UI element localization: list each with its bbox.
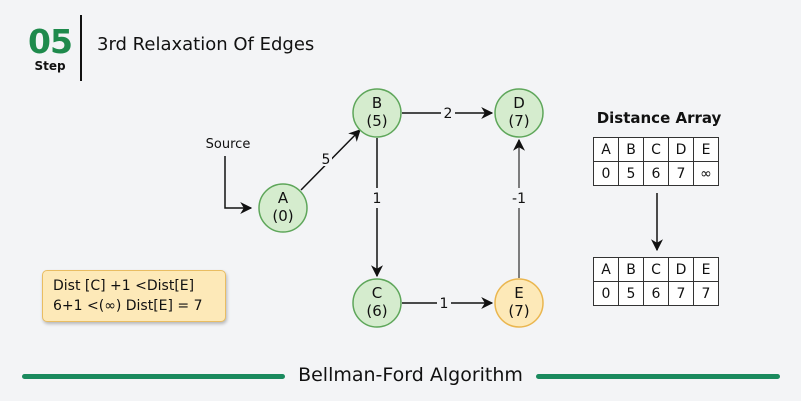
edge-label-bg bbox=[508, 188, 530, 208]
value-cell: ∞ bbox=[693, 161, 719, 186]
node-label: D bbox=[513, 94, 525, 112]
value-cell: 7 bbox=[693, 281, 719, 306]
edge-label-bg bbox=[437, 294, 451, 312]
distance-array-after: A B C D E 0 5 6 7 7 bbox=[593, 257, 719, 306]
node-distance: (0) bbox=[272, 207, 293, 225]
node-distance: (7) bbox=[508, 112, 529, 130]
callout-line-1: Dist [C] +1 <Dist[E] bbox=[53, 278, 195, 294]
header-cell: D bbox=[668, 257, 694, 282]
value-cell: 5 bbox=[618, 281, 644, 306]
edge-weight-c-e: 1 bbox=[440, 296, 449, 312]
step-label: Step bbox=[34, 59, 66, 73]
edge-weight-a-b: 5 bbox=[322, 152, 331, 168]
node-distance: (7) bbox=[508, 302, 529, 320]
step-number: 05 bbox=[28, 22, 73, 61]
value-cell: 0 bbox=[593, 161, 619, 186]
node-b: B (5) bbox=[352, 88, 402, 138]
distance-array-title: Distance Array bbox=[596, 109, 722, 127]
node-distance: (5) bbox=[366, 112, 387, 130]
node-c: C (6) bbox=[352, 278, 402, 328]
value-cell: 0 bbox=[593, 281, 619, 306]
table-value-row: 0 5 6 7 7 bbox=[593, 281, 719, 306]
value-cell: 7 bbox=[668, 281, 694, 306]
header-cell: C bbox=[643, 257, 669, 282]
footer-title: Bellman-Ford Algorithm bbox=[298, 364, 523, 386]
source-label: Source bbox=[206, 137, 251, 152]
source-arrow bbox=[224, 156, 253, 214]
value-cell: 6 bbox=[643, 161, 669, 186]
node-label: C bbox=[372, 284, 382, 302]
header-cell: A bbox=[593, 137, 619, 162]
node-d: D (7) bbox=[494, 88, 544, 138]
edge-label-bg bbox=[369, 188, 385, 208]
relaxation-callout: Dist [C] +1 <Dist[E] 6+1 <(∞) Dist[E] = … bbox=[42, 270, 226, 322]
edge-label-bg bbox=[441, 104, 455, 122]
edge-weight-b-d: 2 bbox=[444, 106, 453, 122]
header-cell: D bbox=[668, 137, 694, 162]
node-e: E (7) bbox=[494, 278, 544, 328]
header-cell: C bbox=[643, 137, 669, 162]
node-distance: (6) bbox=[366, 302, 387, 320]
table-header-row: A B C D E bbox=[593, 137, 719, 162]
node-label: B bbox=[372, 94, 382, 112]
edge-label-bg bbox=[320, 150, 332, 166]
header-cell: E bbox=[693, 257, 719, 282]
table-header-row: A B C D E bbox=[593, 257, 719, 282]
header-cell: E bbox=[693, 137, 719, 162]
footer-rule-left bbox=[22, 374, 285, 379]
footer-rule-right bbox=[536, 374, 780, 379]
header-divider bbox=[80, 15, 82, 81]
header-cell: B bbox=[618, 137, 644, 162]
value-cell: 6 bbox=[643, 281, 669, 306]
value-cell: 7 bbox=[668, 161, 694, 186]
node-a: A (0) bbox=[258, 183, 308, 233]
node-label: E bbox=[514, 284, 523, 302]
table-value-row: 0 5 6 7 ∞ bbox=[593, 161, 719, 186]
edge-weight-b-c: 1 bbox=[373, 191, 382, 207]
header-cell: A bbox=[593, 257, 619, 282]
value-cell: 5 bbox=[618, 161, 644, 186]
distance-array-before: A B C D E 0 5 6 7 ∞ bbox=[593, 137, 719, 186]
callout-line-2: 6+1 <(∞) Dist[E] = 7 bbox=[53, 298, 203, 314]
node-label: A bbox=[278, 189, 289, 207]
header-cell: B bbox=[618, 257, 644, 282]
edge-weight-e-d: -1 bbox=[512, 191, 526, 207]
step-title: 3rd Relaxation Of Edges bbox=[97, 34, 315, 55]
